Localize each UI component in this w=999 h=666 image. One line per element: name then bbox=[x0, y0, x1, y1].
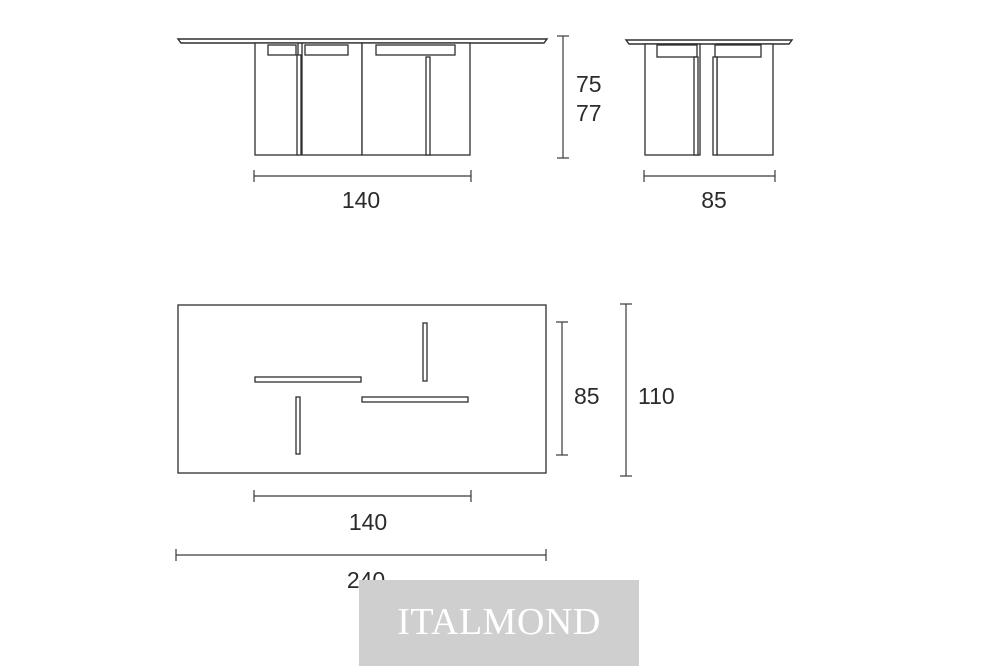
top-inlay-bar-lower-right bbox=[361, 396, 469, 403]
front-height-min-label: 75 bbox=[576, 71, 602, 97]
side-frame-left bbox=[656, 44, 698, 58]
top-base-depth-label: 85 bbox=[574, 383, 600, 409]
side-inlay-right bbox=[712, 56, 718, 156]
front-tabletop bbox=[176, 38, 549, 44]
front-frame-3 bbox=[375, 44, 456, 56]
front-base-panel-center bbox=[301, 42, 363, 156]
top-depth-label: 110 bbox=[638, 383, 675, 409]
top-base-width-label: 140 bbox=[349, 509, 387, 535]
top-inlay-bar-upper-left bbox=[254, 376, 362, 383]
front-view: 75 77 140 bbox=[176, 35, 602, 213]
front-width-label: 140 bbox=[342, 187, 380, 213]
front-frame-2 bbox=[304, 44, 349, 56]
front-base-panel-right bbox=[361, 42, 471, 156]
side-view: 85 bbox=[624, 39, 794, 213]
top-inlay-bar-lower-left bbox=[295, 396, 301, 455]
side-base-panel-right bbox=[716, 43, 774, 156]
side-depth-label: 85 bbox=[701, 187, 727, 213]
watermark: ITALMOND bbox=[359, 580, 639, 666]
side-inlay-left bbox=[693, 56, 699, 156]
front-base-panel-left bbox=[254, 42, 299, 156]
side-base-panel-left bbox=[644, 43, 701, 156]
top-view: 85 110 140 240 bbox=[175, 303, 675, 593]
top-tabletop-outline bbox=[177, 304, 547, 474]
front-height-max-label: 77 bbox=[576, 100, 602, 126]
watermark-text: ITALMOND bbox=[397, 601, 601, 643]
front-frame-1 bbox=[267, 44, 297, 56]
side-frame-right bbox=[714, 44, 762, 58]
front-inlay-right bbox=[425, 56, 431, 156]
side-tabletop bbox=[624, 39, 794, 45]
top-inlay-bar-upper-right bbox=[422, 322, 428, 382]
front-inlay-left bbox=[296, 54, 302, 156]
